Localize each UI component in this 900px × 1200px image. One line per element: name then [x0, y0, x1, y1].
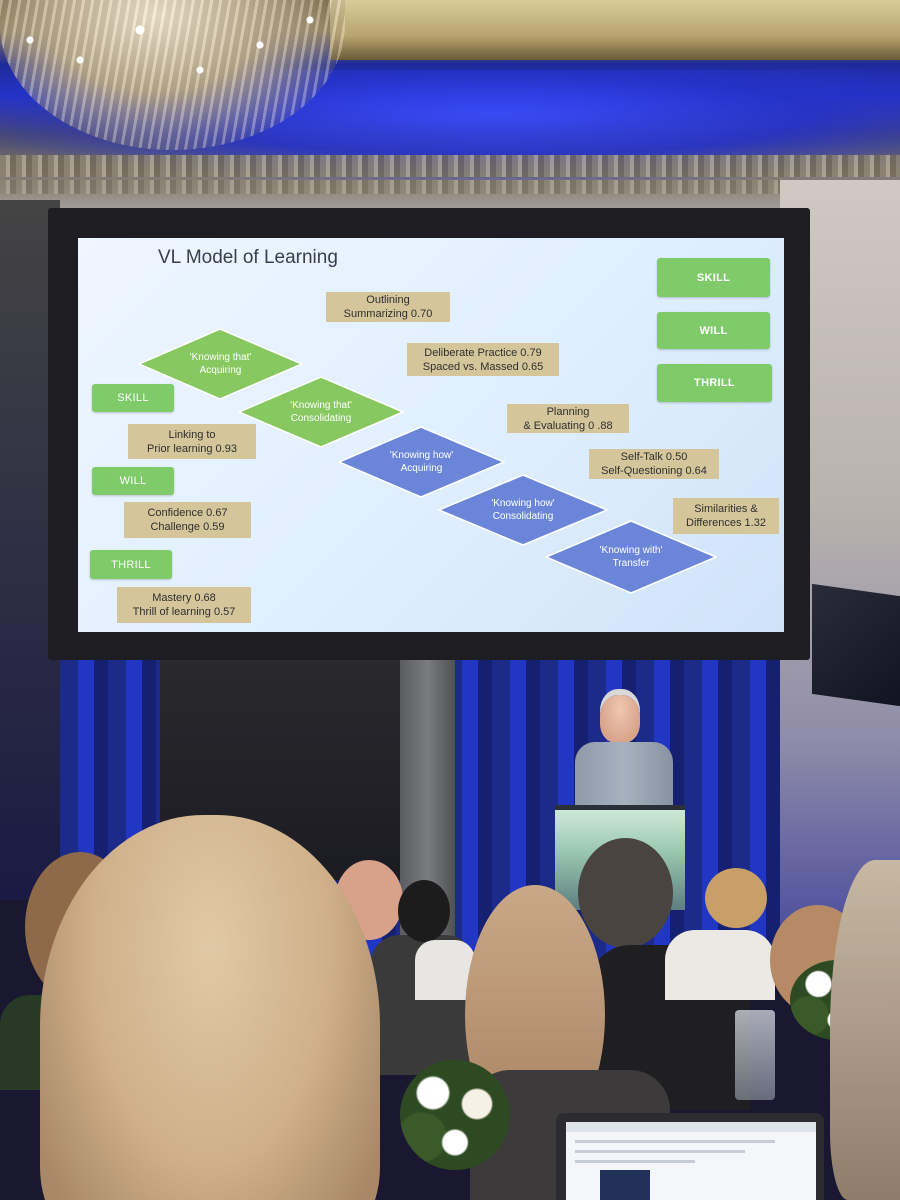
similarities-box: Similarities & Differences 1.32	[673, 498, 779, 534]
presenter-head	[600, 695, 640, 743]
diamond-2-line-1: 'Knowing that'	[290, 400, 352, 411]
thrill-button-right: THRILL	[657, 364, 772, 402]
foreground-blonde-head	[40, 815, 380, 1200]
presenter-body	[575, 742, 673, 812]
similarities-line-2: Differences 1.32	[686, 517, 766, 529]
confidence-line-1: Confidence 0.67	[147, 507, 228, 519]
mastery-line-2: Thrill of learning 0.57	[132, 606, 236, 618]
deliberate-practice-box: Deliberate Practice 0.79 Spaced vs. Mass…	[407, 343, 559, 376]
laptop-toolbar	[566, 1122, 816, 1132]
will-label-left: WILL	[92, 467, 174, 495]
crown-molding-lower	[0, 180, 900, 194]
audience-tan-hat	[705, 868, 767, 928]
diamond-4-line-2: Consolidating	[492, 511, 554, 522]
similarities-line-1: Similarities &	[694, 503, 758, 515]
confidence-line-2: Challenge 0.59	[150, 521, 225, 533]
diamond-1-line-2: Acquiring	[199, 365, 242, 376]
laptop-text-line	[575, 1150, 745, 1153]
outlining-line-1: Outlining	[366, 294, 410, 306]
deliberate-line-2: Spaced vs. Massed 0.65	[422, 360, 544, 373]
diamond-shape	[138, 328, 303, 400]
diamond-2-line-2: Consolidating	[290, 413, 352, 424]
diamond-5-line-1: 'Knowing with'	[599, 545, 663, 556]
diamond-5-line-2: Transfer	[612, 558, 650, 569]
audience-dark-hair	[398, 880, 450, 942]
skill-label-left: SKILL	[92, 384, 174, 412]
slide-title: VL Model of Learning	[158, 247, 338, 268]
mastery-box: Mastery 0.68 Thrill of learning 0.57	[117, 587, 251, 623]
outlining-box: Outlining Summarizing 0.70	[326, 292, 450, 322]
diamond-shape	[438, 474, 608, 546]
deliberate-line-1: Deliberate Practice 0.79	[424, 346, 542, 359]
self-talk-box: Self-Talk 0.50 Self-Questioning 0.64	[589, 449, 719, 479]
audience-grey-head	[578, 838, 673, 948]
skill-button-right: SKILL	[657, 258, 770, 297]
confidence-box: Confidence 0.67 Challenge 0.59	[124, 502, 251, 538]
diamond-knowing-that-acquiring: 'Knowing that' Acquiring	[138, 328, 303, 400]
diamond-3-line-1: 'Knowing how'	[389, 450, 454, 461]
will-button-right: WILL	[657, 312, 770, 349]
diamond-shape	[545, 520, 717, 594]
crown-molding	[0, 155, 900, 177]
outlining-line-2: Summarizing 0.70	[343, 308, 433, 320]
linking-box: Linking to Prior learning 0.93	[128, 424, 256, 459]
glass-bottle	[735, 1010, 775, 1100]
diamond-knowing-that-consolidating: 'Knowing that' Consolidating	[238, 376, 404, 448]
planning-box: Planning & Evaluating 0 .88	[507, 404, 629, 433]
self-talk-line-2: Self-Questioning 0.64	[601, 465, 707, 477]
table-flowers-center	[400, 1060, 510, 1170]
diamond-3-line-2: Acquiring	[400, 463, 443, 474]
planning-line-1: Planning	[546, 405, 590, 418]
audience-white-top	[665, 930, 775, 1000]
diamond-knowing-how-acquiring: 'Knowing how' Acquiring	[338, 426, 505, 498]
laptop-thumbnail	[600, 1170, 650, 1200]
linking-line-2: Prior learning 0.93	[147, 442, 237, 455]
gold-ceiling-band	[330, 0, 900, 60]
diamond-1-line-1: 'Knowing that'	[189, 352, 252, 363]
planning-line-2: & Evaluating 0 .88	[523, 419, 613, 432]
linking-line-1: Linking to	[168, 428, 216, 441]
laptop-text-line	[575, 1140, 775, 1143]
diamond-shape	[338, 426, 505, 498]
diamond-shape	[238, 376, 404, 448]
diamond-4-line-1: 'Knowing how'	[491, 498, 555, 509]
audience-white-shirt	[415, 940, 475, 1000]
mastery-line-1: Mastery 0.68	[152, 592, 216, 604]
thrill-label-left: THRILL	[90, 550, 172, 579]
wall-speaker	[812, 583, 900, 707]
foreground-right-head	[830, 860, 900, 1200]
diamond-knowing-how-consolidating: 'Knowing how' Consolidating	[438, 474, 608, 546]
laptop-text-line	[575, 1160, 695, 1163]
self-talk-line-1: Self-Talk 0.50	[620, 451, 688, 463]
diamond-knowing-with-transfer: 'Knowing with' Transfer	[545, 520, 717, 594]
